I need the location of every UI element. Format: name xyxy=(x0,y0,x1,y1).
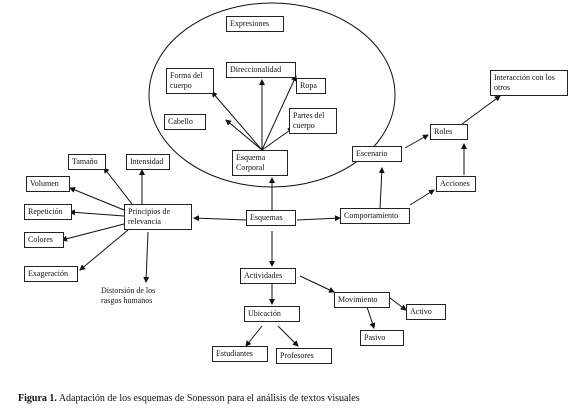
arrow-to-ropa xyxy=(261,75,297,151)
node-intensidad: Intensidad xyxy=(126,154,170,170)
arrow-to-acciones xyxy=(409,189,435,206)
caption-label: Figura 1. xyxy=(18,393,57,404)
diagram-canvas: Expresiones Forma del cuerpo Direccional… xyxy=(24,2,568,364)
arrow-to-colores xyxy=(61,223,125,242)
arrow-to-interaccion xyxy=(461,95,501,125)
node-colores: Colores xyxy=(24,232,64,248)
arrow-to-repeticion xyxy=(69,209,125,217)
figure-caption: Figura 1. Adaptación de los esquemas de … xyxy=(18,393,360,404)
arrow-to-profesores xyxy=(277,325,299,347)
arrow-to-escenario xyxy=(378,167,385,210)
node-forma-del-cuerpo: Forma del cuerpo xyxy=(166,68,214,94)
arrow-to-pasivo xyxy=(365,303,376,329)
node-esquema-corporal: Esquema Corporal xyxy=(232,150,288,176)
node-volumen: Volumen xyxy=(26,176,70,192)
node-ubicacion: Ubicación xyxy=(244,306,300,322)
node-escenario: Escenario xyxy=(352,146,402,162)
node-estudiantes: Estudiantes xyxy=(212,346,268,362)
arrow-to-principios xyxy=(193,215,247,222)
arrow-to-partes xyxy=(261,127,294,151)
arrow-to-distorsion xyxy=(143,231,150,283)
node-movimiento: Movimiento xyxy=(334,292,390,308)
arrow-to-activo xyxy=(389,297,407,311)
arrow-to-comportamiento xyxy=(296,215,341,222)
node-pasivo: Pasivo xyxy=(360,330,404,346)
node-activo: Activo xyxy=(406,304,446,320)
arrow-to-estudiantes xyxy=(245,325,263,347)
node-profesores: Profesores xyxy=(276,348,332,364)
arrow-to-movimiento xyxy=(299,275,335,293)
arrow-to-exageracion xyxy=(79,229,129,271)
node-repeticion: Repetición xyxy=(24,204,72,220)
arrow-to-volumen xyxy=(69,187,125,211)
arrow-to-forma xyxy=(211,91,263,151)
node-interaccion: Interacción con los otros xyxy=(490,70,568,96)
node-cabello: Cabello xyxy=(164,114,206,130)
node-distorsion: Distorsión de los rasgos humanos xyxy=(98,284,176,308)
node-exageracion: Exageración xyxy=(24,266,78,282)
node-ropa: Ropa xyxy=(296,78,326,94)
arrow-to-cabello xyxy=(225,119,263,151)
caption-text: Adaptación de los esquemas de Sonesson p… xyxy=(56,393,360,404)
diagram-connectors xyxy=(61,2,501,347)
node-actividades: Actividades xyxy=(240,268,296,284)
node-acciones: Acciones xyxy=(436,176,476,192)
node-direccionalidad: Direccionalidad xyxy=(226,62,296,78)
node-principios: Principios de relevancia xyxy=(124,204,192,230)
node-partes-del-cuerpo: Partes del cuerpo xyxy=(289,108,337,134)
node-roles: Roles xyxy=(430,124,468,140)
node-comportamiento: Comportamiento xyxy=(340,208,410,224)
node-esquemas: Esquemas xyxy=(246,210,296,226)
arrow-to-tamano xyxy=(103,167,133,205)
node-tamano: Tamaño xyxy=(68,154,106,170)
arrow-escenario-roles xyxy=(404,134,429,149)
node-expresiones: Expresiones xyxy=(226,16,284,32)
